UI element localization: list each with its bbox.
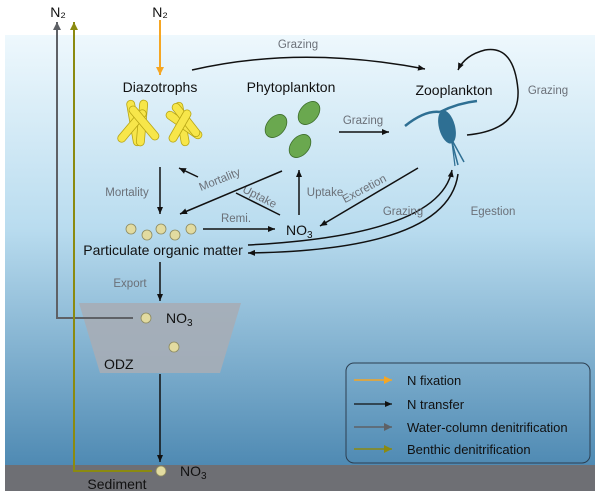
grazing-diazo-zoo-arrow <box>191 56 426 71</box>
sediment-layer <box>5 465 595 491</box>
n2-label-left: N₂ <box>50 4 66 20</box>
sediment-label: Sediment <box>87 476 146 492</box>
legend-item-n-transfer: N transfer <box>354 397 465 412</box>
pom-label: Particulate organic matter <box>83 242 243 258</box>
export-label: Export <box>113 278 147 290</box>
mortality-phyto-arrow <box>179 170 283 215</box>
n2-label-center: N₂ <box>152 4 168 20</box>
legend-item-water-column-denitrification: Water-column denitrification <box>354 420 568 435</box>
remineralization-label: Remi. <box>221 213 251 225</box>
excretion-arrow <box>319 167 419 227</box>
phytoplankton-label: Phytoplankton <box>247 79 336 95</box>
uptake-phyto-label: Uptake <box>307 187 343 199</box>
legend-box <box>345 362 591 464</box>
diazotrophs-label: Diazotrophs <box>123 79 198 95</box>
grazing-pom-label: Grazing <box>383 206 423 218</box>
water-column-denitrification-arrow <box>53 22 133 319</box>
odz-label: ODZ <box>104 356 134 372</box>
odz-zone <box>79 303 241 373</box>
no3-surface-label: NO3 <box>286 222 313 241</box>
zooplankton-icon <box>404 99 478 167</box>
odz-particle-2 <box>168 341 180 353</box>
water-column <box>5 35 595 465</box>
grazing-top-label: Grazing <box>278 39 318 51</box>
uptake-diazo-arrow <box>178 167 199 178</box>
svg-text:Water-column denitrification: Water-column denitrification <box>407 420 568 435</box>
svg-text:Benthic denitrification: Benthic denitrification <box>407 442 531 457</box>
benthic-denitrification-arrow <box>70 22 152 472</box>
grazing-phyto-zoo-label: Grazing <box>343 115 383 127</box>
mortality-diazo-label: Mortality <box>105 187 149 199</box>
legend-item-n-fixation: N fixation <box>354 373 461 388</box>
diazotrophs-icon <box>117 99 203 147</box>
svg-text:N fixation: N fixation <box>407 373 461 388</box>
egestion-label: Egestion <box>471 206 516 218</box>
grazing-self-label: Grazing <box>528 85 568 97</box>
sediment-particle <box>155 465 167 477</box>
no3-odz-label: NO3 <box>166 310 193 329</box>
legend: N fixation N transfer Water-column denit… <box>345 362 591 464</box>
grazing-pom-zoo-arrow <box>247 169 454 246</box>
svg-text:N transfer: N transfer <box>407 397 465 412</box>
grazing-self-loop-arrow <box>457 48 519 136</box>
pom-particles <box>125 223 197 241</box>
legend-item-benthic-denitrification: Benthic denitrification <box>354 442 531 457</box>
egestion-arrow <box>247 173 459 256</box>
phytoplankton-icon <box>264 101 321 158</box>
zooplankton-label: Zooplankton <box>415 82 492 98</box>
no3-sediment-label: NO3 <box>180 463 207 482</box>
odz-particle-1 <box>140 312 152 324</box>
uptake-diazo-line <box>235 192 281 216</box>
